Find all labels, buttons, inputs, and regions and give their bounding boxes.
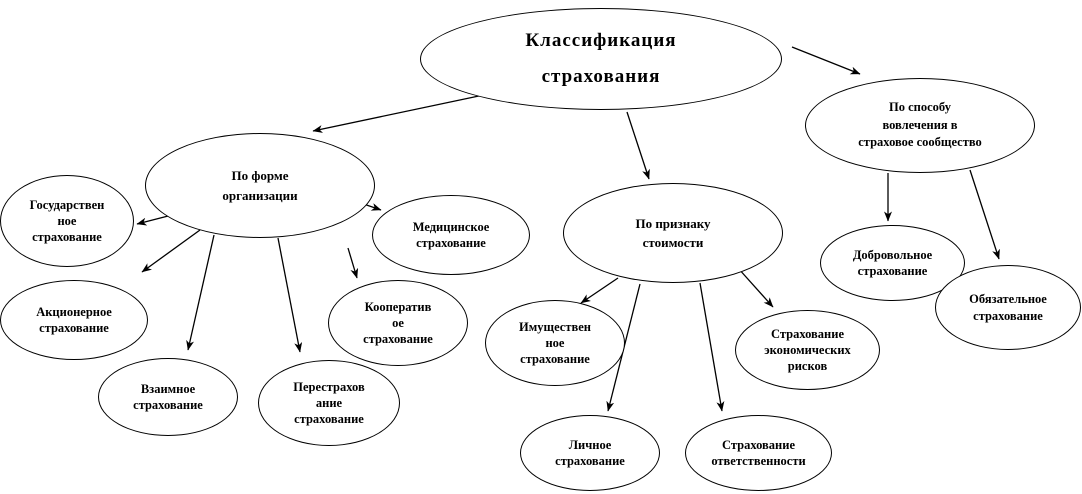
node-kooperativnoe-strahovanie: Кооператив ое страхование xyxy=(328,280,468,366)
node-dobrovolnoe-strahovanie: Добровольное страхование xyxy=(820,225,965,301)
arrow-po-priznaku-to-ekonomicheskie-riski xyxy=(737,267,774,308)
node-vzaimnoe-strahovanie: Взаимное страхование xyxy=(98,358,238,436)
arrow-root-to-po-priznaku xyxy=(626,111,650,180)
arrow-po-forme-to-akcionernoe xyxy=(141,229,201,273)
node-klassifikaciya-strahovaniya: Классификация страхования xyxy=(420,8,782,110)
arrow-root-to-po-forme xyxy=(312,92,494,133)
node-lichnoe-strahovanie: Личное страхование xyxy=(520,415,660,491)
node-perestrahovanie: Перестрахов ание страхование xyxy=(258,360,400,446)
node-po-forme-organizacii: По форме организации xyxy=(145,133,375,238)
node-akcionernoe-strahovanie: Акционерное страхование xyxy=(0,280,148,360)
arrow-po-priznaku-to-otvetstvennosti xyxy=(699,282,725,412)
node-po-priznaku-stoimosti: По признаку стоимости xyxy=(563,183,783,283)
node-strahovanie-ekonomicheskih-riskov: Страхование экономических рисков xyxy=(735,310,880,390)
arrow-po-forme-to-perestrahovanie xyxy=(277,237,303,353)
arrow-po-forme-to-gosudarstvennoe xyxy=(136,214,173,226)
node-imushchestvennoe-strahovanie: Имуществен ное страхование xyxy=(485,300,625,386)
node-strahovanie-otvetstvennosti: Страхование ответственности xyxy=(685,415,832,491)
node-po-sposobu-vovlecheniya: По способу вовлечения в страховое сообще… xyxy=(805,78,1035,173)
node-medicinskoe-strahovanie: Медицинское страхование xyxy=(372,195,530,275)
arrow-po-sposobu-to-obyazatelnoe xyxy=(969,169,1000,260)
arrow-po-forme-to-vzaimnoe xyxy=(186,234,215,351)
arrow-po-forme-to-kooperativnoe xyxy=(347,247,359,279)
arrow-po-priznaku-to-imushchestvennoe xyxy=(580,277,619,304)
node-obyazatelnoe-strahovanie: Обязательное страхование xyxy=(935,265,1081,350)
arrow-root-to-po-sposobu xyxy=(791,46,861,75)
node-gosudarstvennoe-strahovanie: Государствен ное страхование xyxy=(0,175,134,267)
